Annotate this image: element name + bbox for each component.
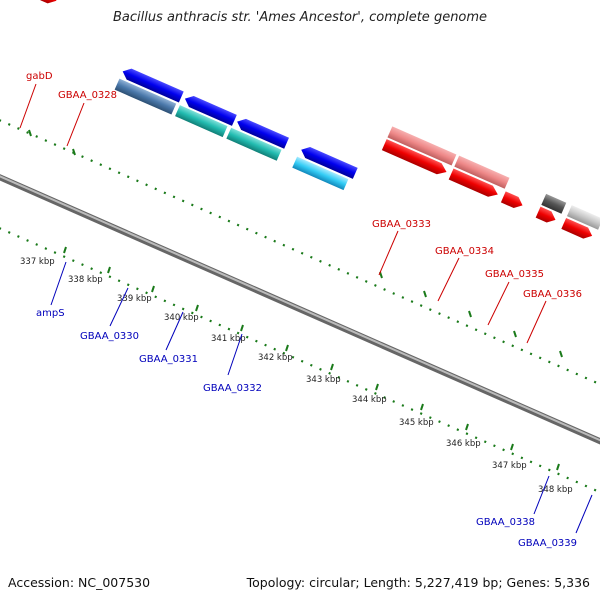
tick-label-338: 338 kbp [68, 275, 103, 285]
gene-forward-red-7 [561, 217, 593, 239]
tick-label-344: 344 kbp [352, 395, 387, 405]
gene-gbaa-0335 [541, 193, 567, 214]
label-gabd: gabD [26, 71, 53, 82]
tick-label-348: 348 kbp [538, 485, 573, 495]
label-gbaa-0328: GBAA_0328 [58, 90, 117, 101]
label-gbaa-0335: GBAA_0335 [485, 269, 544, 280]
gene-forward-red-4 [448, 168, 498, 197]
tick-label-342: 342 kbp [258, 353, 293, 363]
genome-backbone [0, 174, 600, 445]
forward-leader-lines [19, 83, 547, 344]
gene-gbaa-0334 [454, 155, 510, 189]
lower-tick-track [0, 227, 600, 494]
reverse-leader-lines [50, 261, 593, 534]
label-gbaa-0330: GBAA_0330 [80, 331, 139, 342]
gene-gbaa-0336 [566, 205, 600, 230]
tick-label-347: 347 kbp [492, 461, 527, 471]
scale-labels: 337 kbp 338 kbp 339 kbp 340 kbp 341 kbp … [20, 257, 573, 495]
tick-label-337: 337 kbp [20, 257, 55, 267]
topology-info: Topology: circular; Length: 5,227,419 bp… [246, 575, 590, 590]
tick-label-346: 346 kbp [446, 439, 481, 449]
gene-gbaa-0331 [226, 127, 282, 161]
label-gbaa-0336: GBAA_0336 [523, 289, 582, 300]
gene-gbaa-0332 [292, 156, 349, 191]
label-gbaa-0338: GBAA_0338 [476, 517, 535, 528]
gene-reverse-blue-1 [122, 68, 184, 103]
map-title: Bacillus anthracis str. 'Ames Ancestor',… [112, 10, 488, 25]
forward-gene-labels: gabD GBAA_0328 GBAA_0333 GBAA_0334 GBAA_… [26, 71, 582, 300]
gene-gbaa-0333 [387, 126, 457, 166]
gene-features [40, 0, 600, 239]
tick-label-341: 341 kbp [211, 334, 246, 344]
label-gbaa-0331: GBAA_0331 [139, 354, 198, 365]
lower-major-ticks [63, 246, 560, 471]
tick-label-339: 339 kbp [117, 294, 152, 304]
gene-forward-red-2 [40, 0, 57, 4]
tick-label-343: 343 kbp [306, 375, 341, 385]
gene-reverse-blue-2 [184, 95, 237, 126]
upper-major-ticks [28, 129, 563, 358]
gene-reverse-blue-4 [301, 147, 358, 179]
gene-forward-red-6 [535, 206, 556, 223]
gene-ampS [114, 78, 177, 115]
accession-text: Accession: NC_007530 [8, 575, 151, 590]
gene-forward-red-5 [500, 191, 523, 209]
tick-label-345: 345 kbp [399, 418, 434, 428]
label-gbaa-0332: GBAA_0332 [203, 383, 262, 394]
gene-reverse-blue-3 [237, 118, 289, 149]
label-amps: ampS [36, 308, 65, 319]
tick-label-340: 340 kbp [164, 313, 199, 323]
upper-tick-track [0, 119, 600, 386]
label-gbaa-0339: GBAA_0339 [518, 538, 577, 549]
gene-forward-red-3 [381, 139, 447, 175]
gene-gbaa-0330 [175, 105, 228, 138]
label-gbaa-0334: GBAA_0334 [435, 246, 494, 257]
genome-backbone-highlight [0, 175, 600, 442]
label-gbaa-0333: GBAA_0333 [372, 219, 431, 230]
reverse-gene-labels: ampS GBAA_0330 GBAA_0331 GBAA_0332 GBAA_… [36, 308, 577, 549]
